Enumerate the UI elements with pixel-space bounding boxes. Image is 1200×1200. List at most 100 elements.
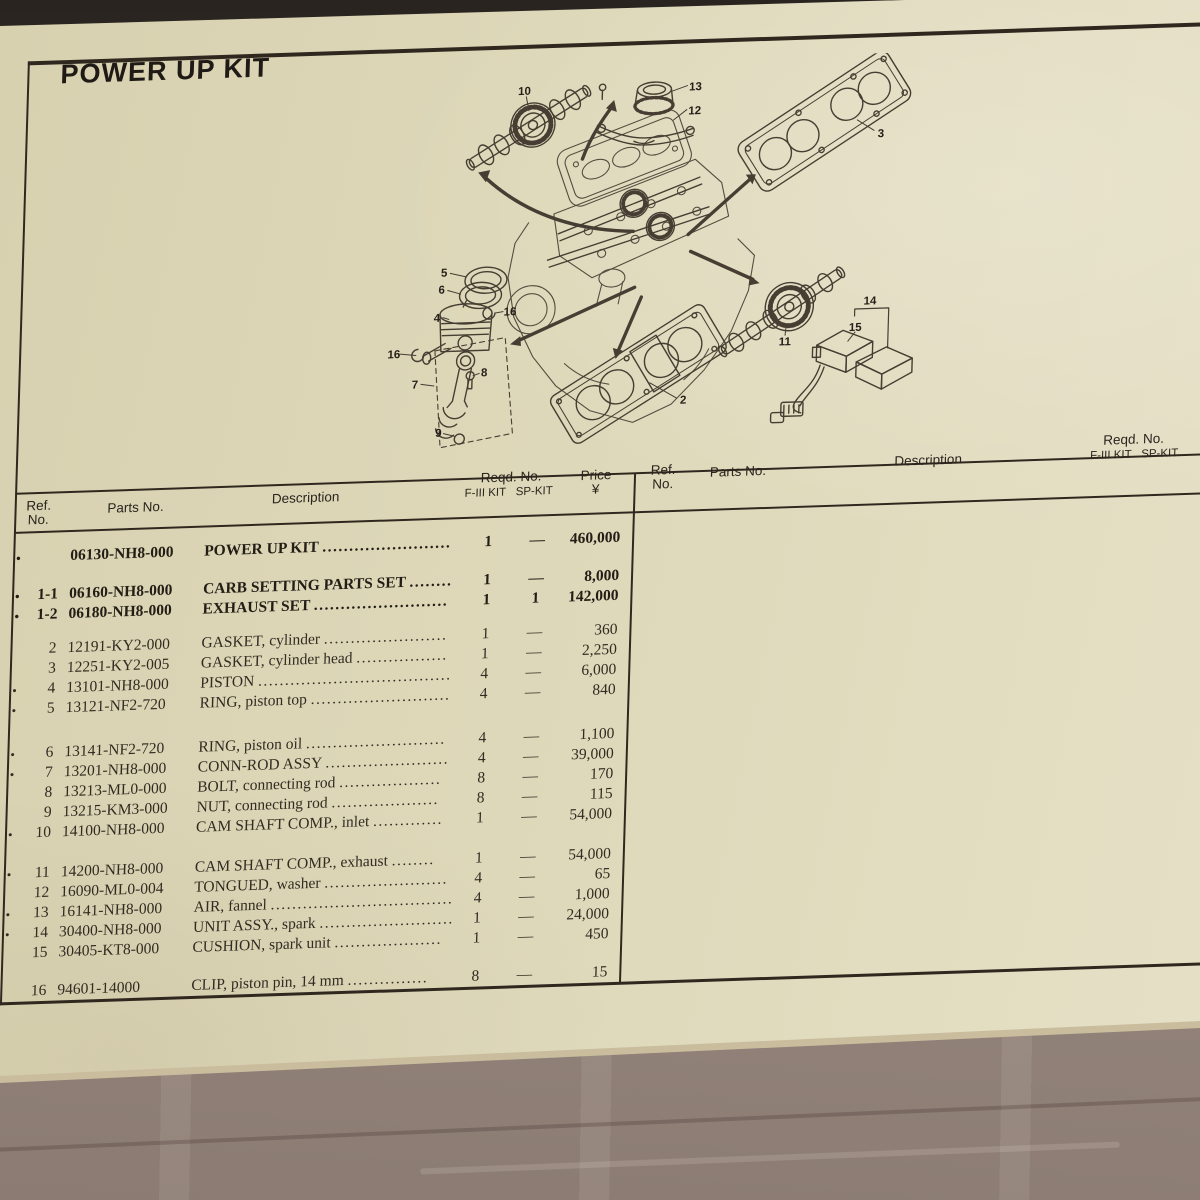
row-price: 1,100 — [579, 724, 615, 744]
head-gasket-part — [737, 50, 912, 192]
row-qty-f3kit: 8 — [476, 789, 485, 807]
row-part-no: 13201-NH8-000 — [63, 759, 167, 781]
row-price: 360 — [593, 620, 618, 639]
part-callout-10: 10 — [518, 86, 531, 98]
row-description: POWER UP KIT ........................ — [203, 534, 452, 560]
row-ref-no: 15 — [31, 943, 48, 962]
row-price: 115 — [589, 785, 613, 803]
row-qty-spkit: 1 — [531, 589, 540, 607]
row-bullet — [4, 983, 17, 985]
row-ref-no: 8 — [44, 783, 53, 801]
row-leader-dots: ............. — [372, 810, 444, 830]
row-leader-dots: ........ — [409, 572, 453, 591]
row-qty-f3kit: 4 — [478, 729, 487, 747]
row-qty-spkit: — — [525, 643, 542, 661]
row-price: 840 — [592, 680, 616, 699]
part-callout-3: 3 — [878, 128, 885, 140]
row-ref-no: 2 — [48, 639, 57, 657]
row-part-no: 13101-NH8-000 — [66, 675, 170, 697]
part-callout-13: 13 — [689, 81, 702, 93]
row-leader-dots: .................... — [334, 930, 443, 952]
row-qty-f3kit: 1 — [481, 625, 490, 643]
parts-table-right-empty — [621, 495, 1195, 982]
row-leader-dots: .......................... — [305, 730, 447, 753]
row-leader-dots: ........ — [391, 850, 436, 870]
row-part-no: 06160-NH8-000 — [68, 581, 173, 603]
row-qty-f3kit: 4 — [474, 869, 483, 887]
row-part-no: 94601-14000 — [57, 978, 141, 999]
row-qty-spkit: — — [523, 727, 540, 745]
row-price: 54,000 — [569, 805, 613, 824]
row-ref-no: 7 — [44, 763, 54, 781]
row-bullet: • — [10, 746, 16, 763]
row-price: 450 — [584, 925, 609, 943]
row-qty-f3kit: 1 — [484, 533, 493, 551]
row-leader-dots: ................... — [339, 770, 442, 792]
row-ref-no: 14 — [32, 923, 49, 942]
row-qty-spkit: — — [522, 747, 539, 765]
col-header-parts-no-right: Parts No. — [709, 462, 767, 480]
part-callout-15: 15 — [849, 322, 863, 334]
row-qty-spkit: — — [518, 887, 535, 906]
row-price: 39,000 — [570, 744, 615, 764]
row-qty-f3kit: 1 — [482, 591, 491, 609]
row-qty-f3kit: 8 — [477, 769, 486, 787]
page-title: POWER UP KIT — [60, 52, 271, 90]
part-callout-16: 16 — [387, 349, 400, 361]
row-qty-spkit: — — [521, 787, 538, 806]
spark-cushion-part — [855, 346, 913, 390]
part-callout-6: 6 — [438, 285, 445, 297]
row-price: 460,000 — [569, 528, 621, 548]
cardboard-scuff — [420, 1141, 1120, 1175]
arrow-heads — [478, 99, 760, 359]
col-header-ref-no-right: Ref.No. — [650, 461, 676, 492]
row-ref-no: 5 — [46, 699, 55, 717]
col-header-price: Price¥ — [580, 467, 612, 497]
part-callout-8: 8 — [481, 367, 488, 379]
col-header-kits-right: F-III KIT SP-KIT — [1089, 447, 1179, 463]
part-callout-9: 9 — [435, 428, 442, 440]
row-part-no: 14100-NH8-000 — [61, 819, 165, 841]
row-ref-no: 9 — [43, 803, 52, 821]
camshaft-exhaust-part — [717, 266, 846, 358]
row-price: 170 — [589, 764, 614, 783]
cylinder-gasket-part — [549, 304, 727, 444]
piston-rings-part — [458, 266, 508, 310]
callout-leaders — [399, 85, 875, 437]
row-qty-f3kit: 4 — [477, 749, 486, 767]
row-part-no: 30405-KT8-000 — [58, 940, 160, 961]
row-qty-f3kit: 1 — [480, 645, 490, 663]
row-price: 8,000 — [583, 566, 620, 585]
row-part-no: 13215-KM3-000 — [62, 799, 168, 821]
row-bullet — [9, 785, 22, 787]
row-leader-dots: ......................... — [313, 592, 449, 614]
row-qty-f3kit: 4 — [480, 665, 489, 683]
row-bullet — [14, 640, 27, 642]
row-price: 54,000 — [567, 845, 612, 864]
row-ref-no — [29, 547, 59, 548]
row-part-no: 12191-KY2-000 — [67, 635, 171, 657]
row-leader-dots: ........................ — [322, 534, 452, 556]
row-price: 65 — [594, 865, 611, 883]
row-ref-no: 6 — [45, 743, 54, 761]
row-qty-spkit: — — [516, 965, 533, 984]
row-qty-spkit: — — [529, 531, 546, 549]
row-price: 24,000 — [566, 905, 610, 924]
row-part-no: 16141-NH8-000 — [59, 899, 163, 921]
row-bullet: • — [14, 608, 20, 624]
piston-part — [411, 303, 496, 365]
row-leader-dots: ......................... — [319, 910, 454, 932]
row-price: 1,000 — [574, 885, 610, 904]
row-ref-no: 11 — [34, 863, 51, 882]
row-bullet — [6, 885, 19, 887]
camshaft-inlet-part — [465, 84, 592, 171]
row-part-no: 12251-KY2-005 — [66, 655, 170, 677]
row-leader-dots: ....................... — [324, 870, 449, 892]
row-leader-dots: ....................... — [323, 626, 448, 648]
row-qty-spkit: — — [521, 807, 538, 826]
